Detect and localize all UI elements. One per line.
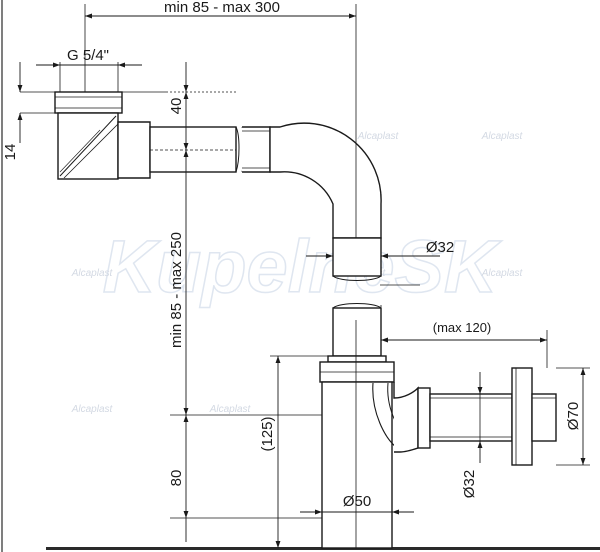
pipe-bend (269, 122, 382, 239)
wall-flange (511, 367, 557, 466)
watermark-brand: Alcaplast (209, 404, 252, 415)
dimension-labels: min 85 - max 300 G 5/4" 14 40 min 85 - m… (2, 0, 582, 510)
dim-horizontal-reach: (max 120) (433, 320, 492, 335)
dim-vertical-range: min 85 - max 250 (168, 232, 185, 348)
dim-body-height: (125) (259, 416, 276, 451)
watermark-layer: KupelneSK Alcaplast Alcaplast Alcaplast … (71, 131, 524, 415)
dim-bottle-diameter: Ø50 (343, 493, 371, 510)
dim-left-small: 14 (2, 144, 19, 161)
watermark-brand: Alcaplast (481, 268, 524, 279)
dim-inlet-height: 40 (168, 98, 185, 115)
siphon-outline (54, 91, 557, 549)
dim-outlet-pipe-diameter: Ø32 (461, 470, 478, 498)
watermark-brand: Alcaplast (71, 404, 114, 415)
dim-flange-diameter: Ø70 (565, 402, 582, 430)
dim-bottom-height: 80 (168, 470, 185, 487)
vertical-pipe (332, 237, 382, 357)
bottle-body (319, 355, 411, 549)
horizontal-pipe (149, 126, 271, 173)
watermark-brand: Alcaplast (481, 131, 524, 142)
dim-top-width: min 85 - max 300 (164, 0, 280, 16)
dim-thread: G 5/4" (67, 47, 109, 64)
dimension-arrows (17, 13, 586, 548)
inlet-nut (54, 91, 123, 114)
watermark-main: KupelneSK (103, 225, 502, 308)
outlet-connection (393, 382, 513, 453)
watermark-brand: Alcaplast (357, 131, 400, 142)
dim-outlet-diameter: Ø32 (426, 239, 454, 256)
inlet-connector (57, 112, 151, 180)
watermark-brand: Alcaplast (71, 268, 114, 279)
